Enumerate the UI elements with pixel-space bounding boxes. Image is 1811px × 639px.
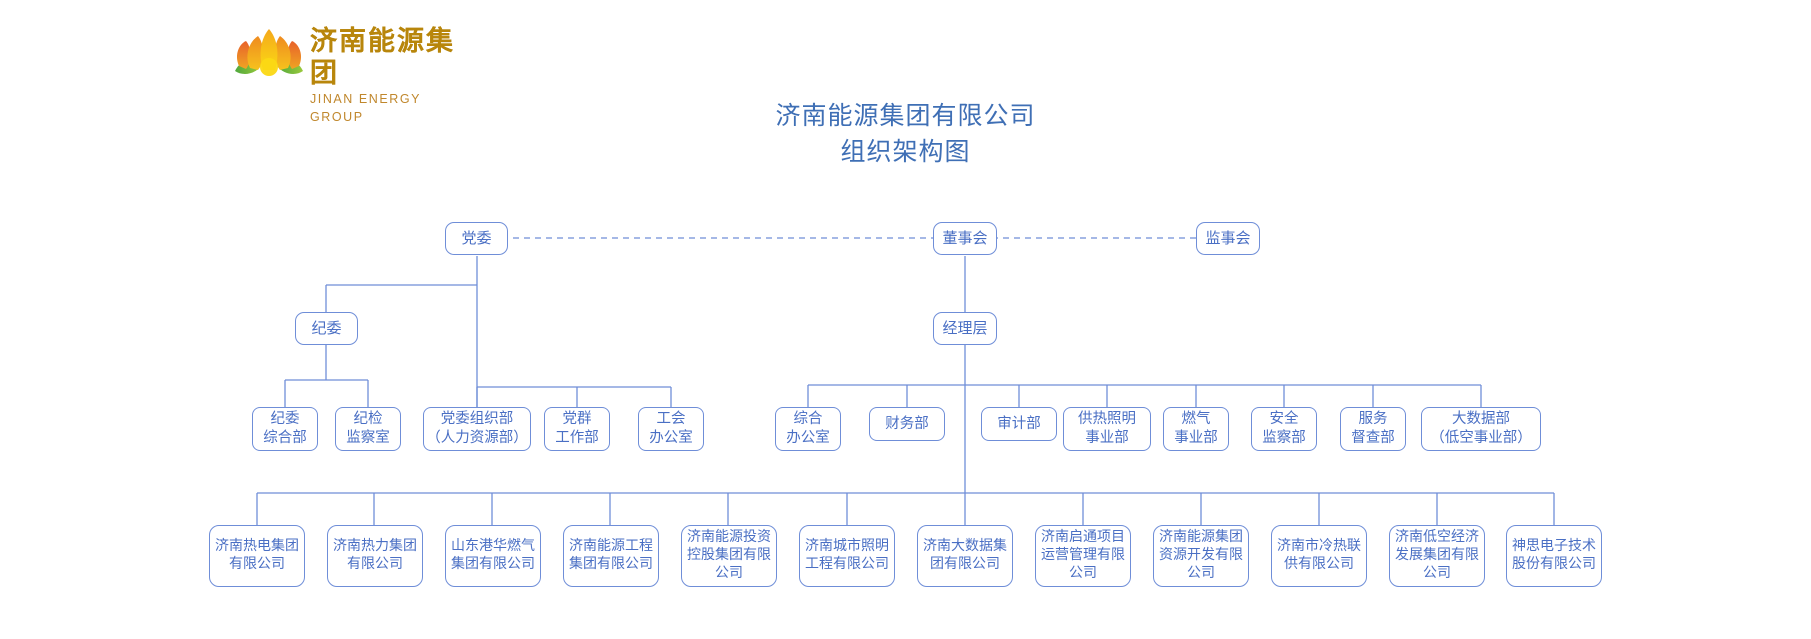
subsidiary-jinan-thermal-power[interactable]: 济南热电集团 有限公司 [209, 525, 305, 587]
dept-finance[interactable]: 财务部 [869, 407, 945, 441]
subsidiary-shandong-ganghua-gas[interactable]: 山东港华燃气 集团有限公司 [445, 525, 541, 587]
dept-union-office[interactable]: 工会 办公室 [638, 407, 704, 451]
lotus-flower-icon [230, 24, 308, 82]
node-management-layer[interactable]: 经理层 [933, 312, 997, 345]
dept-party-mass-work[interactable]: 党群 工作部 [544, 407, 610, 451]
page-title-line1: 济南能源集团有限公司 [775, 101, 1036, 130]
subsidiary-shensi-electronics[interactable]: 神思电子技术 股份有限公司 [1506, 525, 1602, 587]
dept-jijian-jiancha[interactable]: 纪检 监察室 [335, 407, 401, 451]
dept-big-data[interactable]: 大数据部 （低空事业部） [1421, 407, 1541, 451]
subsidiary-big-data-group[interactable]: 济南大数据集 团有限公司 [917, 525, 1013, 587]
subsidiary-jinan-heating[interactable]: 济南热力集团 有限公司 [327, 525, 423, 587]
node-discipline-committee[interactable]: 纪委 [295, 312, 358, 345]
dept-service-inspection[interactable]: 服务 督查部 [1340, 407, 1406, 451]
subsidiary-qitong-project-operation[interactable]: 济南启通项目 运营管理有限 公司 [1035, 525, 1131, 587]
dept-safety-supervision[interactable]: 安全 监察部 [1251, 407, 1317, 451]
subsidiary-city-lighting[interactable]: 济南城市照明 工程有限公司 [799, 525, 895, 587]
node-board-of-supervisors[interactable]: 监事会 [1196, 222, 1260, 255]
subsidiary-low-altitude-economy[interactable]: 济南低空经济 发展集团有限 公司 [1389, 525, 1485, 587]
subsidiary-energy-engineering[interactable]: 济南能源工程 集团有限公司 [563, 525, 659, 587]
dept-audit[interactable]: 审计部 [981, 407, 1057, 441]
company-logo: 济南能源集团 JINAN ENERGY GROUP [230, 20, 470, 124]
subsidiary-cooling-heating-supply[interactable]: 济南市冷热联 供有限公司 [1271, 525, 1367, 587]
subsidiary-energy-investment-holding[interactable]: 济南能源投资 控股集团有限 公司 [681, 525, 777, 587]
dept-general-office[interactable]: 综合 办公室 [775, 407, 841, 451]
node-board-of-directors[interactable]: 董事会 [933, 222, 997, 255]
dept-party-organization[interactable]: 党委组织部 （人力资源部） [423, 407, 531, 451]
dept-gas-division[interactable]: 燃气 事业部 [1163, 407, 1229, 451]
logo-english-name: JINAN ENERGY GROUP [310, 92, 421, 124]
subsidiary-resource-development[interactable]: 济南能源集团 资源开发有限 公司 [1153, 525, 1249, 587]
dept-heating-lighting[interactable]: 供热照明 事业部 [1063, 407, 1151, 451]
dept-jiwei-zonghe[interactable]: 纪委 综合部 [252, 407, 318, 451]
page-title-line2: 组织架构图 [840, 137, 971, 166]
logo-chinese-name: 济南能源集团 [310, 26, 470, 90]
node-party-committee[interactable]: 党委 [445, 222, 508, 255]
